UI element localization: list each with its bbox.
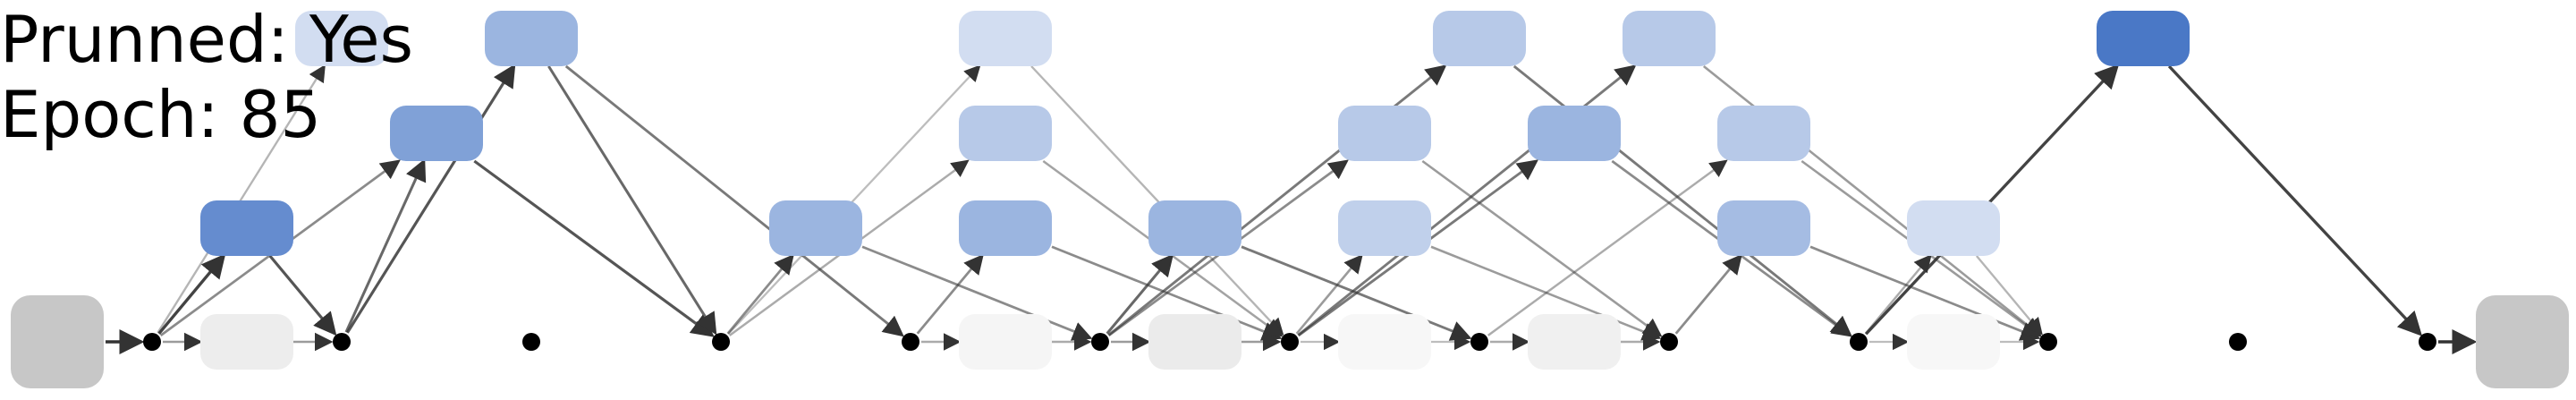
junction-dot [1281, 333, 1299, 351]
pruned-value: Yes [309, 2, 414, 77]
blue-op-node [1338, 200, 1431, 256]
edge-arrow [1421, 159, 1663, 337]
edge-arrow [1674, 253, 1742, 335]
junction-dot [1470, 333, 1488, 351]
edge-arrow [727, 64, 981, 336]
gray-op-node [1148, 314, 1241, 370]
blue-op-node [769, 200, 862, 256]
blue-op-node [2097, 11, 2190, 66]
epoch-key: Epoch [0, 77, 198, 152]
junction-dot [902, 333, 919, 351]
gray-op-node [1907, 314, 2000, 370]
blue-op-node [390, 106, 483, 161]
edge-arrow [861, 245, 1093, 341]
blue-op-node [1338, 106, 1431, 161]
junction-dot [1660, 333, 1678, 351]
blue-op-node [485, 11, 578, 66]
edge-arrow [473, 159, 715, 337]
junction-dot [2039, 333, 2057, 351]
blue-op-node [1148, 200, 1241, 256]
blue-op-node [1717, 200, 1810, 256]
junction-dot [2229, 333, 2247, 351]
blue-op-node [959, 200, 1052, 256]
edge-arrow [268, 254, 337, 336]
blue-op-node [1907, 200, 2000, 256]
junction-dot [712, 333, 730, 351]
edge-arrow [1975, 255, 2043, 336]
junction-dot [2419, 333, 2436, 351]
edge-arrow [1864, 254, 1932, 335]
gray-op-node [959, 314, 1052, 370]
junction-dot [522, 333, 540, 351]
edge-arrow [1487, 159, 1728, 336]
gray-op-node [1528, 314, 1621, 370]
edge-arrow [547, 65, 717, 336]
pruned-label: Prunned: Yes [0, 2, 414, 77]
edge-arrow [1864, 64, 2120, 336]
junction-dot [1850, 333, 1868, 351]
dots-layer [143, 333, 2436, 351]
epoch-value: 85 [239, 77, 322, 152]
junction-dot [1091, 333, 1109, 351]
pruned-key: Prunned [0, 2, 267, 77]
edge-arrow [1295, 254, 1363, 335]
output-node [2476, 295, 2569, 388]
input-node [11, 295, 104, 388]
edge-arrow [1030, 65, 1284, 336]
edge-arrow [916, 253, 984, 335]
junction-dot [143, 333, 161, 351]
edge-arrow [1809, 245, 2041, 341]
edge-arrow [344, 158, 427, 333]
boxes-layer [11, 11, 2569, 388]
blue-op-node [1528, 106, 1621, 161]
edge-arrow [726, 253, 794, 335]
edge-arrow [157, 253, 226, 335]
gray-op-node [200, 314, 293, 370]
edge-arrow [1106, 253, 1174, 335]
edge-arrow [564, 64, 904, 337]
blue-op-node [959, 11, 1052, 66]
edge-arrow [157, 64, 326, 334]
blue-op-node [1623, 11, 1716, 66]
blue-op-node [1433, 11, 1526, 66]
gray-op-node [1338, 314, 1431, 370]
epoch-label: Epoch: 85 [0, 77, 322, 152]
blue-op-node [295, 11, 388, 66]
blue-op-node [959, 106, 1052, 161]
edge-arrow [346, 64, 516, 334]
blue-op-node [1717, 106, 1810, 161]
junction-dot [333, 333, 351, 351]
edge-arrow [2167, 64, 2423, 336]
edge-arrow [1430, 245, 1662, 341]
blue-op-node [200, 200, 293, 256]
